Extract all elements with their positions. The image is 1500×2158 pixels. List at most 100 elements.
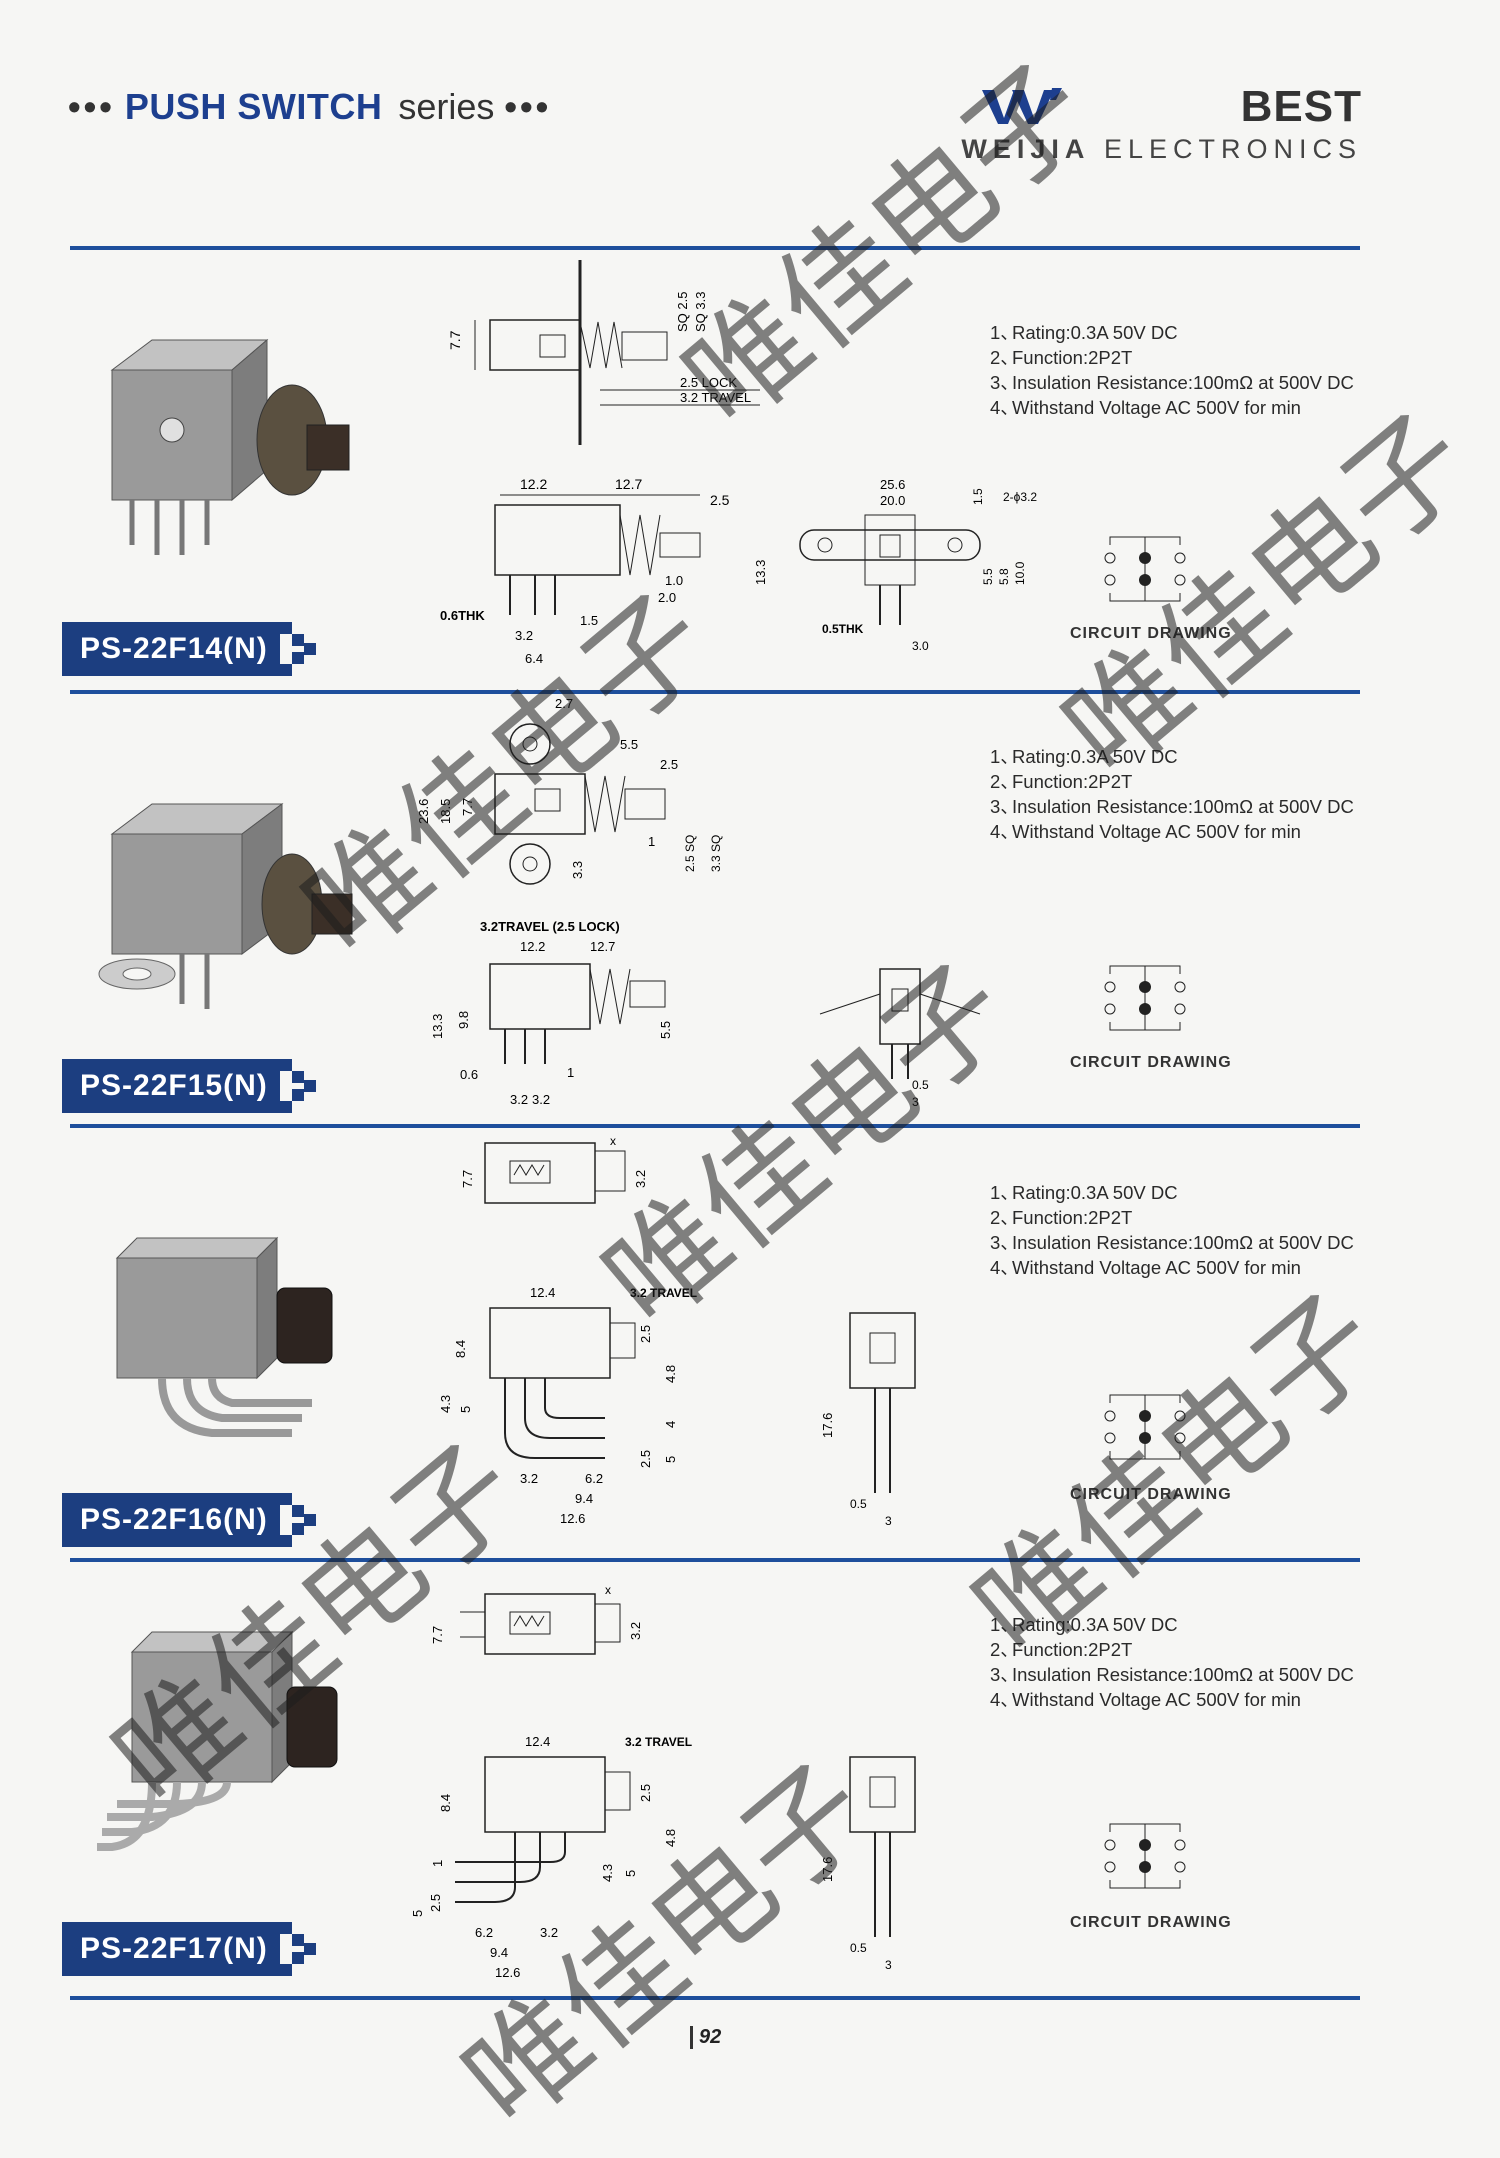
top-view-drawing: 7.7 SQ 2.5 SQ 3.3 2.5 LOCK 3.2 TRAVEL [447,260,760,445]
dim-label: 4.8 [663,1829,678,1847]
dim-label: 12.2 [520,476,547,492]
product-photo [98,803,353,1009]
brand-name: BEST [1240,82,1362,131]
dim-label: 9.4 [575,1491,593,1506]
top-view-drawing: 7.7 x 3.2 [460,1134,648,1204]
title-dots-left: ••• [68,86,115,127]
brand-logo: BEST WEIJIA ELECTRONICS [942,82,1362,165]
circuit-label: CIRCUIT DRAWING [1070,1914,1232,1931]
dim-label: 6.2 [585,1471,603,1486]
dim-label: 3 [885,1514,892,1528]
spec-item: 2、Function:2P2T [990,347,1133,368]
side-view-drawing: 3.2TRAVEL (2.5 LOCK) 12.2 12.7 13.3 9.8 … [430,919,673,1107]
product-section-4: 7.7 x 3.2 12.4 3.2 TRAVEL 8.4 2.5 4.8 4.… [0,1562,1488,2002]
spec-item: 4、Withstand Voltage AC 500V for min [990,1689,1301,1710]
title-series: series [398,86,495,127]
dim-label: 3 [912,1095,919,1109]
circuit-label: CIRCUIT DRAWING [1070,1054,1232,1071]
dim-label: 0.5THK [822,622,864,636]
spec-item: 3、Insulation Resistance:100mΩ at 500V DC [990,796,1354,817]
top-view-drawing: 2.7 5.5 2.5 23.6 18.5 7.7 1 3.3 2.5 SQ 3… [416,696,723,885]
model-name: PS-22F15(N) [62,1059,280,1113]
spec-list: 1、Rating:0.3A 50V DC 2、Function:2P2T 3、I… [990,1612,1354,1712]
product-photo [110,338,350,555]
dim-label: 5.5 [620,737,638,752]
front-view-drawing: 17.6 0.5 3 [820,1756,916,1972]
spec-item: 1、Rating:0.3A 50V DC [990,746,1178,767]
dim-label: 5.5 [658,1021,673,1039]
circuit-diagram [1104,536,1186,602]
spec-item: 1、Rating:0.3A 50V DC [990,1614,1178,1635]
dim-label: 1 [648,834,655,849]
dim-label: 13.3 [753,560,768,585]
dim-label: 2.5 LOCK [680,375,737,390]
spec-list: 1、Rating:0.3A 50V DC 2、Function:2P2T 3、I… [990,744,1354,844]
title-dots-right: ••• [504,86,552,127]
side-view-drawing: 12.4 3.2 TRAVEL 8.4 2.5 4.8 4.3 5 4 2.5 … [438,1285,697,1526]
dim-label: 3.3 SQ [709,835,723,872]
dim-label: 1 [430,1860,445,1867]
dim-label: 12.6 [560,1511,585,1526]
dim-label: 8.4 [453,1340,468,1358]
dim-label: 2.5 [710,492,730,508]
product-photo [97,1630,338,1851]
dim-label: SQ 3.3 [693,292,708,332]
dim-label: 3.3 [570,861,585,879]
dim-label: 0.5 [850,1941,867,1955]
dim-label: 12.4 [530,1285,555,1300]
spec-item: 2、Function:2P2T [990,1639,1133,1660]
dim-label: 12.7 [590,939,615,954]
section-rule [70,1124,1360,1128]
circuit-label: CIRCUIT DRAWING [1070,1486,1232,1503]
section-rule [70,1996,1360,2000]
dim-label: 10.0 [1013,561,1027,585]
dim-label: 1 [567,1065,574,1080]
circuit-label: CIRCUIT DRAWING [1070,625,1232,642]
brand-sub-bold: WEIJIA [961,134,1091,164]
product-section-1: 7.7 SQ 2.5 SQ 3.3 2.5 LOCK 3.2 TRAVEL 12… [0,250,1488,690]
dim-label: 2.5 [638,1784,653,1802]
front-view-drawing: 0.5 3 [819,968,981,1109]
dim-label: 2.7 [555,696,573,711]
dim-label: 1.5 [971,488,985,505]
side-view-drawing: 12.2 12.7 2.5 1.0 2.0 0.6THK 3.2 1.5 6.4 [440,476,730,666]
model-name: PS-22F16(N) [62,1493,280,1547]
dim-label: 3.2 [515,628,533,643]
dim-label: 3.2 TRAVEL [680,390,751,405]
badge-steps-icon [280,622,316,676]
page-number: 92 [690,2026,721,2049]
front-view-drawing: 25.6 20.0 1.5 2-ϕ3.2 13.3 5.5 5.8 10.0 0… [753,477,1037,653]
dim-label: 0.5 [850,1497,867,1511]
dim-label: 7.7 [447,330,463,350]
dim-label: 3.2 TRAVEL [630,1286,697,1300]
spec-item: 2、Function:2P2T [990,1207,1133,1228]
product-section-2: 2.7 5.5 2.5 23.6 18.5 7.7 1 3.3 2.5 SQ 3… [0,694,1488,1124]
dim-label: 3.2 TRAVEL [625,1735,692,1749]
model-name: PS-22F14(N) [62,622,280,676]
spec-item: 4、Withstand Voltage AC 500V for min [990,397,1301,418]
dim-label: 5.8 [997,568,1011,585]
dim-label: 12.4 [525,1734,550,1749]
title-bold: PUSH SWITCH [124,86,383,127]
dim-label: 2.5 [428,1894,443,1912]
dim-label: 12.7 [615,476,642,492]
product-photo [115,1236,333,1437]
dim-label: 1.0 [665,573,683,588]
dim-label: 2-ϕ3.2 [1003,490,1037,504]
brand-subtitle: WEIJIA ELECTRONICS [961,134,1362,165]
dim-label: 0.5 [912,1078,929,1092]
dim-label: 4.3 [600,1864,615,1882]
dim-label: 17.6 [820,1857,835,1882]
front-view-drawing: 17.6 0.5 3 [820,1312,916,1528]
spec-list: 1、Rating:0.3A 50V DC 2、Function:2P2T 3、I… [990,1180,1354,1280]
page-title: ••• PUSH SWITCH series ••• [68,86,551,128]
spec-item: 4、Withstand Voltage AC 500V for min [990,821,1301,842]
spec-list: 1、Rating:0.3A 50V DC 2、Function:2P2T 3、I… [990,320,1354,420]
dim-label: x [605,1583,611,1597]
brand-mark-icon [982,88,1062,124]
model-name: PS-22F17(N) [62,1922,280,1976]
dim-label: 4.3 [438,1395,453,1413]
dim-label: SQ 2.5 [675,292,690,332]
dim-label: 5.5 [981,568,995,585]
spec-item: 3、Insulation Resistance:100mΩ at 500V DC [990,1232,1354,1253]
